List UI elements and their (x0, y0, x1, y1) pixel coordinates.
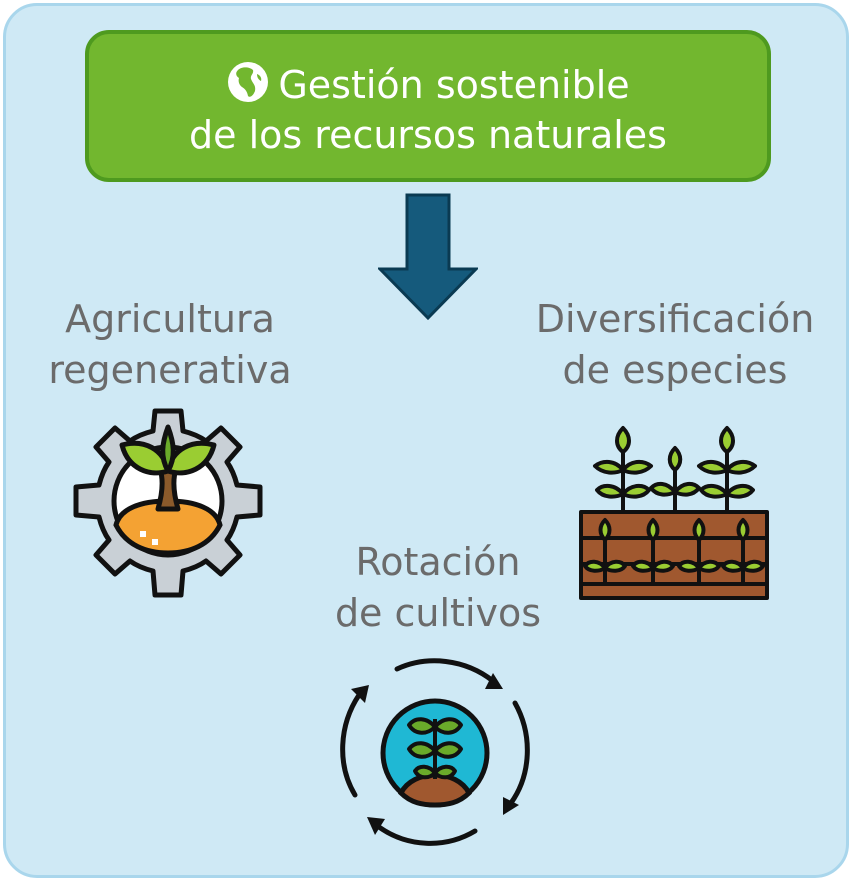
gear-sprout-icon (73, 408, 263, 598)
label-agricultura-line1: Agricultura (65, 297, 275, 341)
title-line-1-text: Gestión sostenible (278, 63, 630, 107)
label-rotacion-cultivos: Rotación de cultivos (288, 537, 588, 639)
label-agricultura-line2: regenerativa (48, 348, 292, 392)
label-rotacion-line2: de cultivos (334, 591, 542, 635)
label-diversificacion-line1: Diversificación (535, 297, 815, 341)
globe-africa-icon (228, 62, 269, 102)
title-box: Gestión sostenible de los recursos natur… (85, 30, 771, 182)
crop-rotation-cycle-icon (340, 658, 530, 846)
label-diversificacion-especies: Diversificación de especies (522, 294, 828, 396)
title-text: Gestión sostenible de los recursos natur… (89, 60, 767, 160)
raised-bed-plants-icon (579, 426, 769, 600)
label-rotacion-line1: Rotación (355, 540, 521, 584)
label-agricultura-regenerativa: Agricultura regenerativa (20, 294, 320, 396)
label-diversificacion-line2: de especies (562, 348, 788, 392)
title-line-1: Gestión sostenible (89, 60, 767, 110)
arrow-down-icon (378, 193, 478, 321)
title-line-2: de los recursos naturales (189, 113, 667, 157)
